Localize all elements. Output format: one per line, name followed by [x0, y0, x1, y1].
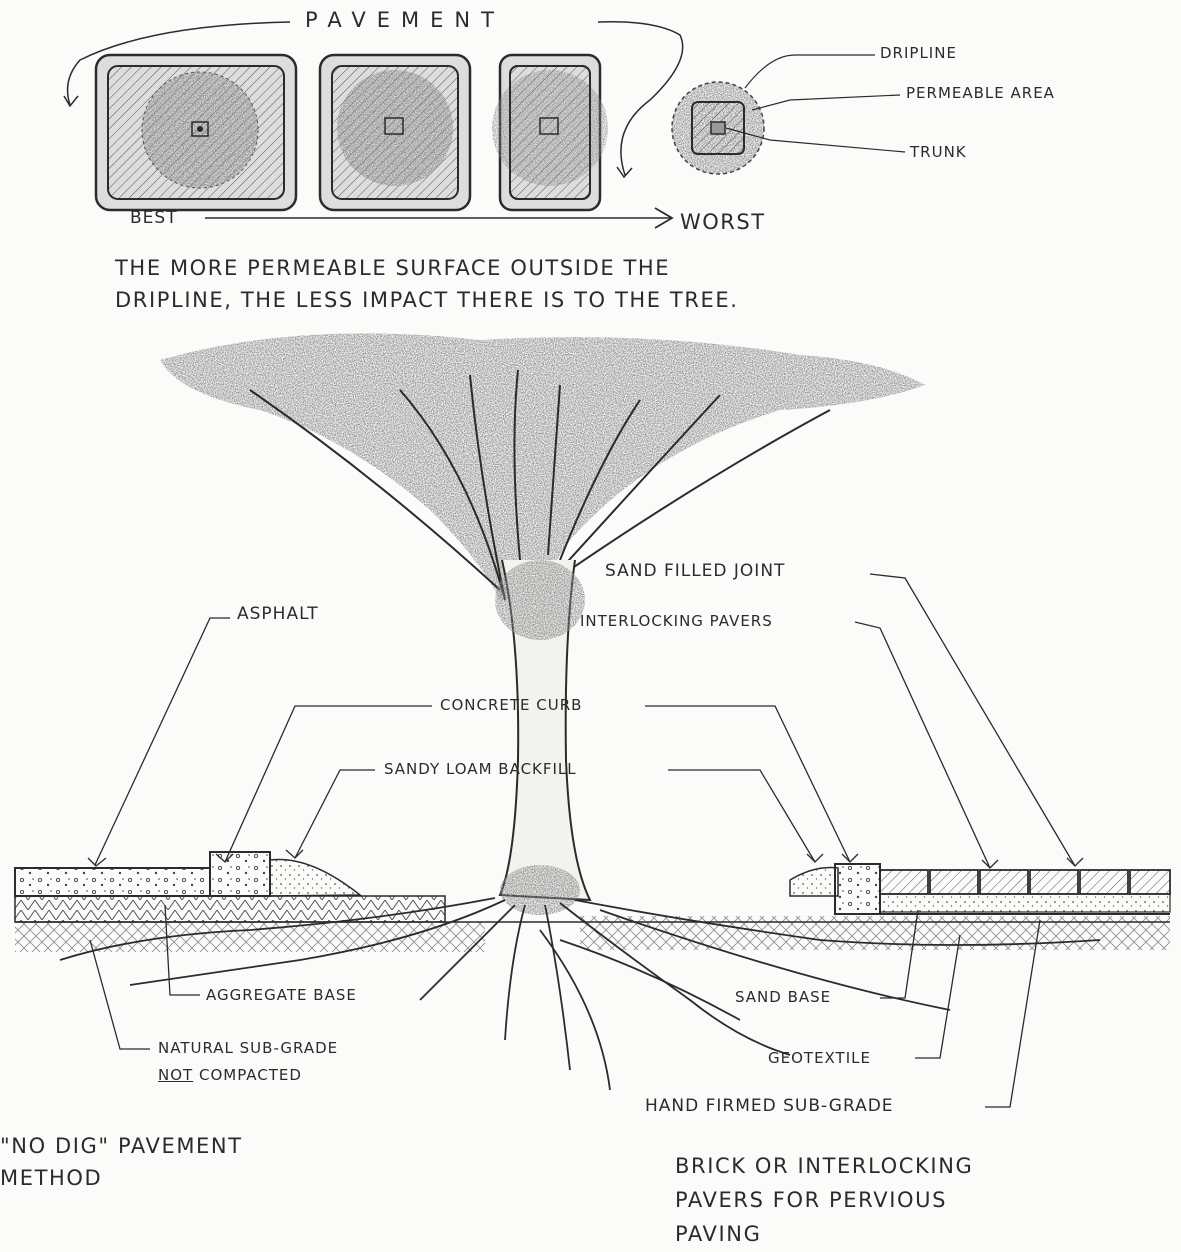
not-compacted-label: NOT COMPACTED: [158, 1068, 302, 1083]
plan-poor: [492, 55, 608, 210]
no-dig-caption-line2: METHOD: [0, 1162, 102, 1194]
interlocking-pavers-label: INTERLOCKING PAVERS: [580, 614, 773, 629]
plan-worst: [672, 55, 905, 174]
plan-caption-line1: THE MORE PERMEABLE SURFACE OUTSIDE THE: [115, 252, 670, 284]
trunk-label: TRUNK: [910, 145, 967, 160]
natural-subgrade-label: NATURAL SUB-GRADE: [158, 1041, 338, 1056]
section-view: [15, 333, 1170, 1107]
worst-label: WORST: [680, 212, 766, 233]
permeable-area-label: PERMEABLE AREA: [906, 86, 1055, 101]
asphalt-label: ASPHALT: [237, 606, 319, 623]
geotextile-label: GEOTEXTILE: [768, 1051, 871, 1066]
plan-best: [96, 55, 296, 210]
pervious-caption-line3: PAVING: [675, 1218, 761, 1250]
asphalt-section: [15, 852, 485, 952]
compacted-word: COMPACTED: [199, 1066, 302, 1084]
leader-lines: [90, 574, 1075, 1107]
pervious-caption-line1: BRICK OR INTERLOCKING: [675, 1150, 973, 1182]
concrete-curb-label: CONCRETE CURB: [440, 698, 582, 713]
best-label: BEST: [130, 210, 178, 227]
plan-view: [64, 22, 905, 228]
aggregate-base-label: AGGREGATE BASE: [206, 988, 357, 1003]
not-word: NOT: [158, 1066, 193, 1084]
pavers-section: [580, 864, 1170, 950]
pervious-caption-line2: PAVERS FOR PERVIOUS: [675, 1184, 947, 1216]
plan-caption-line2: DRIPLINE, THE LESS IMPACT THERE IS TO TH…: [115, 284, 739, 316]
sandy-loam-backfill-label: SANDY LOAM BACKFILL: [384, 762, 577, 777]
plan-better: [320, 55, 470, 210]
no-dig-caption-line1: "NO DIG" PAVEMENT: [0, 1130, 243, 1162]
sand-filled-joint-label: SAND FILLED JOINT: [605, 563, 785, 580]
hand-firmed-subgrade-label: HAND FIRMED SUB-GRADE: [645, 1098, 894, 1115]
pavement-title: PAVEMENT: [305, 10, 505, 31]
sand-base-label: SAND BASE: [735, 990, 831, 1005]
dripline-label: DRIPLINE: [880, 46, 957, 61]
